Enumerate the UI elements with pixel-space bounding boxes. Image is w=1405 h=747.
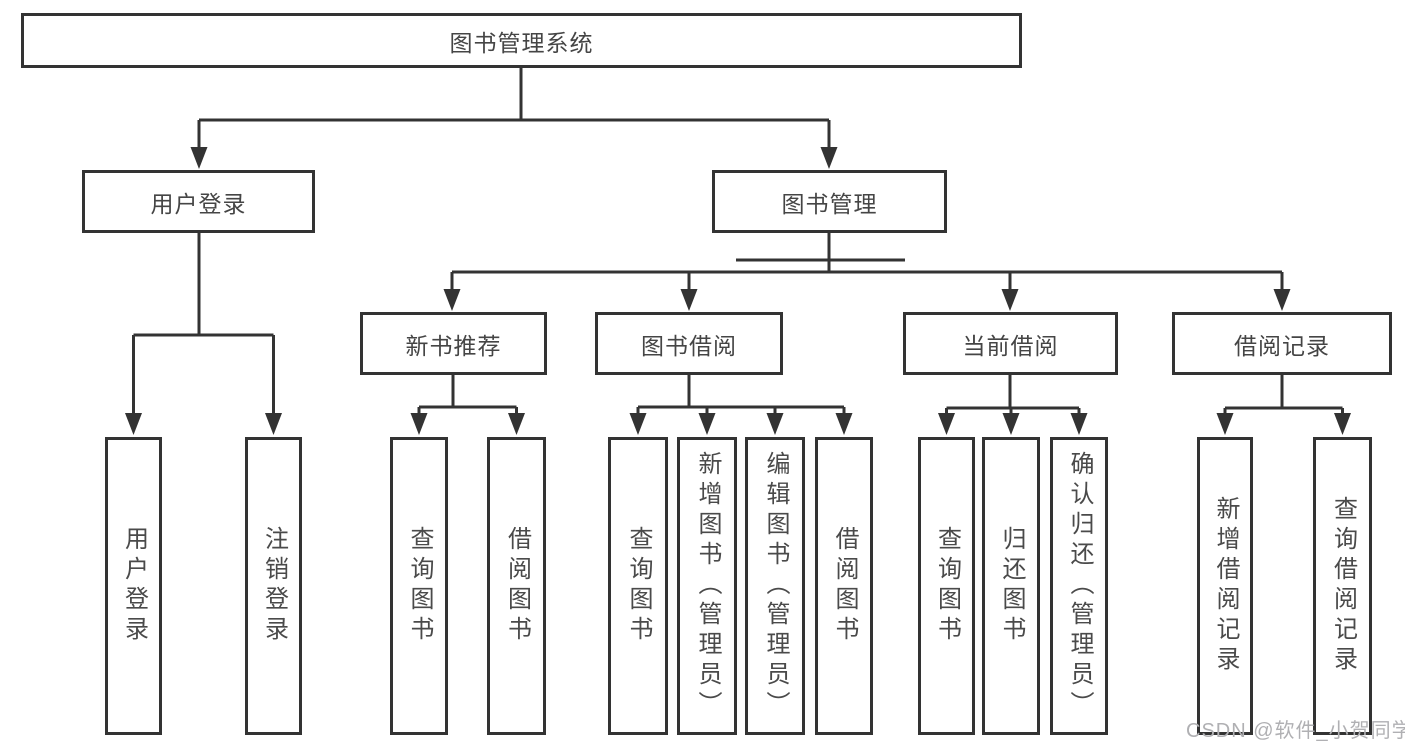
node-return-books: 归还图书: [982, 437, 1040, 735]
node-label: 用户登录: [120, 526, 148, 646]
arrow-down-icon: [190, 147, 208, 169]
node-user-login-leaf: 用户登录: [105, 437, 162, 735]
node-query-borrow-record: 查询借阅记录: [1313, 437, 1372, 735]
arrow-down-icon: [820, 147, 838, 169]
node-add-book-admin: 新增图书（管理员）: [677, 437, 737, 735]
node-label: 查询图书: [625, 526, 652, 646]
node-borrowing-records: 借阅记录: [1172, 312, 1392, 375]
node-label: 借阅图书: [503, 526, 531, 646]
arrow-down-icon: [1216, 413, 1234, 435]
node-label: 注销登录: [260, 526, 288, 646]
node-label: 当前借阅: [962, 332, 1059, 359]
arrow-down-icon: [410, 413, 428, 435]
node-query-books-borrowing: 查询图书: [608, 437, 668, 735]
csdn-watermark: CSDN @软件_小贺同学: [1186, 720, 1405, 742]
node-new-book-recommendation: 新书推荐: [360, 312, 547, 375]
node-borrow-books-recommend: 借阅图书: [487, 437, 546, 735]
node-query-books-current: 查询图书: [918, 437, 975, 735]
node-label: 归还图书: [998, 526, 1025, 646]
node-label: 新增借阅记录: [1212, 496, 1239, 676]
arrow-down-icon: [938, 413, 955, 435]
node-user-login-branch: 用户登录: [82, 170, 315, 233]
arrow-down-icon: [508, 413, 525, 435]
node-label: 新增图书（管理员）: [694, 451, 721, 721]
node-label: 确认归还（管理员）: [1066, 451, 1093, 721]
node-label: 图书借阅: [641, 332, 737, 359]
node-label: 查询借阅记录: [1329, 496, 1357, 676]
node-add-borrow-record: 新增借阅记录: [1197, 437, 1253, 735]
node-book-borrowing: 图书借阅: [595, 312, 783, 375]
arrow-down-icon: [443, 289, 461, 311]
node-logout: 注销登录: [245, 437, 302, 735]
node-label: 编辑图书（管理员）: [762, 451, 789, 721]
arrow-down-icon: [1002, 413, 1020, 435]
node-library-management-system: 图书管理系统: [21, 13, 1022, 68]
node-label: 借阅记录: [1234, 332, 1330, 359]
node-label: 图书管理: [781, 190, 878, 217]
node-edit-book-admin: 编辑图书（管理员）: [745, 437, 805, 735]
node-label: 图书管理系统: [449, 29, 594, 56]
arrow-down-icon: [629, 413, 647, 435]
node-current-borrowing: 当前借阅: [903, 312, 1118, 375]
node-label: 借阅图书: [831, 526, 858, 646]
node-query-books-recommend: 查询图书: [390, 437, 448, 735]
arrow-down-icon: [835, 413, 853, 435]
arrow-down-icon: [1273, 289, 1291, 311]
arrow-down-icon: [698, 413, 716, 435]
arrow-down-icon: [265, 413, 282, 435]
node-label: 新书推荐: [405, 332, 502, 359]
arrow-down-icon: [1070, 413, 1088, 435]
arrow-down-icon: [125, 413, 142, 435]
arrow-down-icon: [766, 413, 784, 435]
node-borrow-books-borrowing: 借阅图书: [815, 437, 873, 735]
node-label: 查询图书: [933, 526, 961, 646]
arrow-down-icon: [680, 289, 698, 311]
node-book-management: 图书管理: [712, 170, 947, 233]
node-label: 查询图书: [406, 526, 433, 646]
arrow-down-icon: [1334, 413, 1351, 435]
arrow-down-icon: [1001, 289, 1019, 311]
node-confirm-return-admin: 确认归还（管理员）: [1050, 437, 1108, 735]
node-label: 用户登录: [150, 190, 247, 217]
